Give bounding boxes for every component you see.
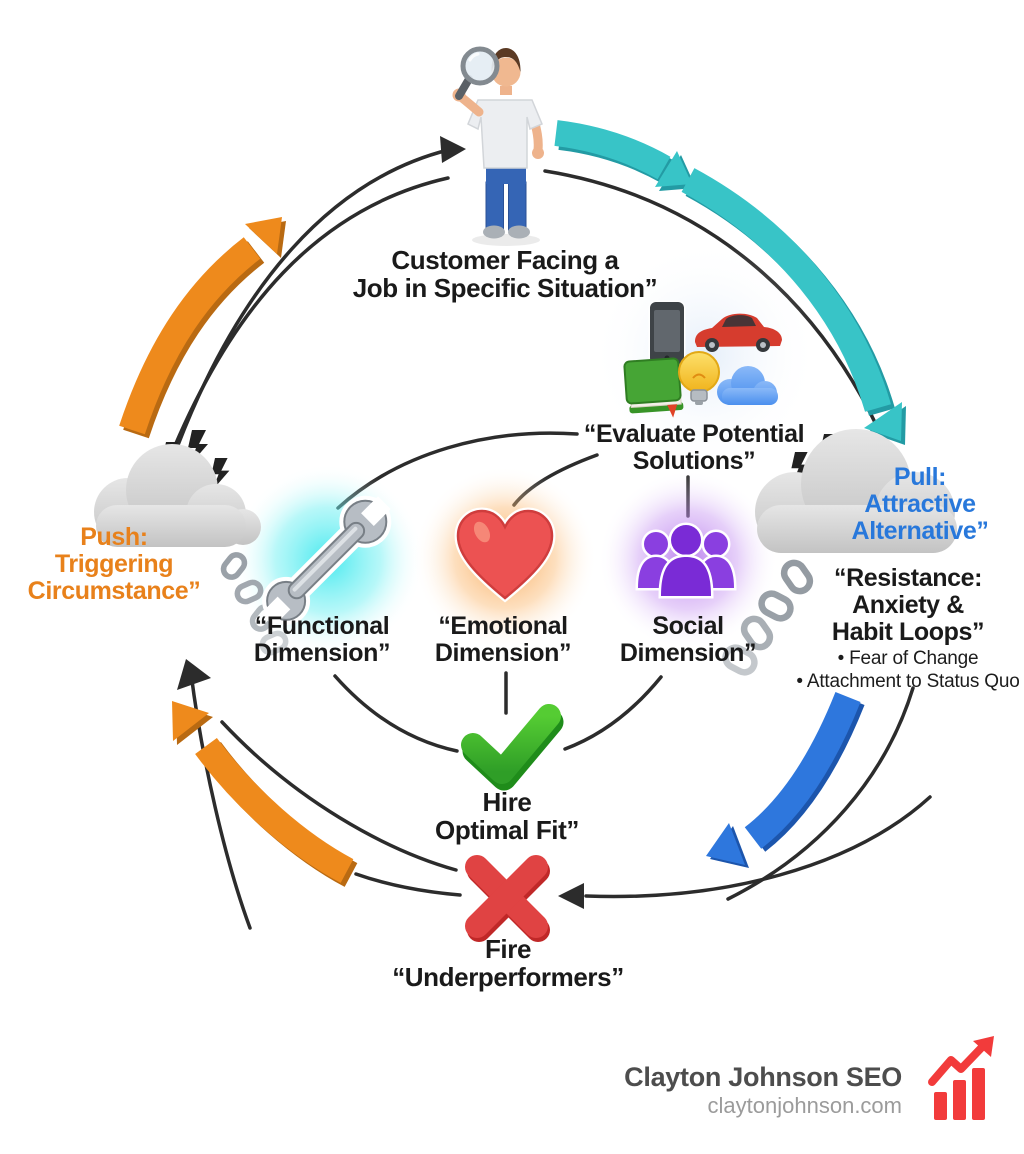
hire-label: Hire Optimal Fit” [435, 787, 579, 845]
social-line1: Social [652, 612, 724, 640]
pull-line1: Pull: [893, 463, 947, 491]
evaluate-line2: Solutions” [632, 446, 756, 475]
functional-line2: Dimension” [253, 638, 391, 667]
social-line2: Dimension” [619, 638, 757, 667]
pull-arrow-bottom [706, 692, 865, 868]
brand-name: Clayton Johnson SEO [624, 1062, 902, 1092]
brand-url: claytonjohnson.com [707, 1093, 902, 1119]
customer-line2: Job in Specific Situation” [352, 272, 658, 303]
push-line1: Push: [80, 523, 148, 551]
car-icon [695, 313, 782, 352]
arrowhead-to-customer [440, 136, 466, 163]
cross-icon [465, 855, 550, 942]
checkmark-icon [461, 704, 564, 791]
fire-label: Fire “Underperformers” [392, 934, 624, 992]
emotional-line2: Dimension” [434, 638, 572, 667]
pull-arrow-top [554, 120, 906, 445]
resistance-label: “Resistance: Anxiety & Habit Loops” • Fe… [796, 565, 1019, 694]
solutions-icons [623, 300, 782, 418]
emotional-label: “Emotional Dimension” [434, 612, 572, 667]
pull-line3: Alternative” [851, 516, 989, 545]
push-storm-cloud-icon [94, 430, 261, 547]
person-with-magnifier-icon [452, 46, 544, 246]
functional-line1: “Functional [254, 612, 390, 640]
smartphone-icon [648, 300, 686, 366]
functional-label: “Functional Dimension” [253, 612, 391, 667]
wrench-icon [260, 495, 392, 627]
arrowhead-up-left [177, 659, 211, 690]
people-group-icon [635, 522, 737, 599]
book-icon [623, 357, 684, 418]
footer-brand-block: Clayton Johnson SEO claytonjohnson.com [624, 1062, 902, 1118]
evaluate-line1: “Evaluate Potential [583, 420, 805, 448]
cycle-arrowheads [177, 136, 584, 909]
emotional-line1: “Emotional [438, 612, 568, 640]
pull-chain-icon [722, 559, 814, 676]
pull-label: Pull: Attractive Alternative” [852, 464, 989, 544]
fire-line2: “Underperformers” [392, 961, 624, 992]
resistance-line2: Anxiety & [852, 590, 964, 619]
push-arrow-bottom [172, 701, 358, 887]
push-label: Push: Triggering Circumstance” [28, 524, 201, 604]
evaluate-label: “Evaluate Potential Solutions” [583, 420, 805, 475]
cycle-arcs [163, 148, 932, 930]
heart-icon [454, 507, 556, 603]
customer-label: Customer Facing a Job in Specific Situat… [352, 245, 658, 303]
lightbulb-icon [678, 351, 720, 405]
customer-line1: Customer Facing a [391, 245, 619, 275]
hire-line1: Hire [482, 787, 532, 817]
push-line3: Circumstance” [27, 576, 201, 605]
pull-line2: Attractive [864, 489, 976, 518]
hire-line2: Optimal Fit” [435, 814, 579, 845]
resistance-line1: “Resistance: [833, 564, 983, 592]
resistance-line3: Habit Loops” [831, 617, 985, 646]
social-label: Social Dimension” [619, 612, 757, 667]
resistance-bullet2: • Attachment to Status Quo [796, 671, 1020, 693]
arrowhead-to-fire [558, 883, 584, 909]
growth-chart-icon [928, 1036, 994, 1120]
push-arrow-top [119, 217, 286, 439]
cloud-icon [717, 366, 778, 405]
pull-storm-cloud-icon [755, 429, 957, 553]
fire-line1: Fire [484, 934, 532, 964]
resistance-bullet1: • Fear of Change [837, 648, 979, 670]
push-line2: Triggering [54, 549, 174, 578]
resistance-bullets: • Fear of Change • Attachment to Status … [796, 648, 1019, 694]
